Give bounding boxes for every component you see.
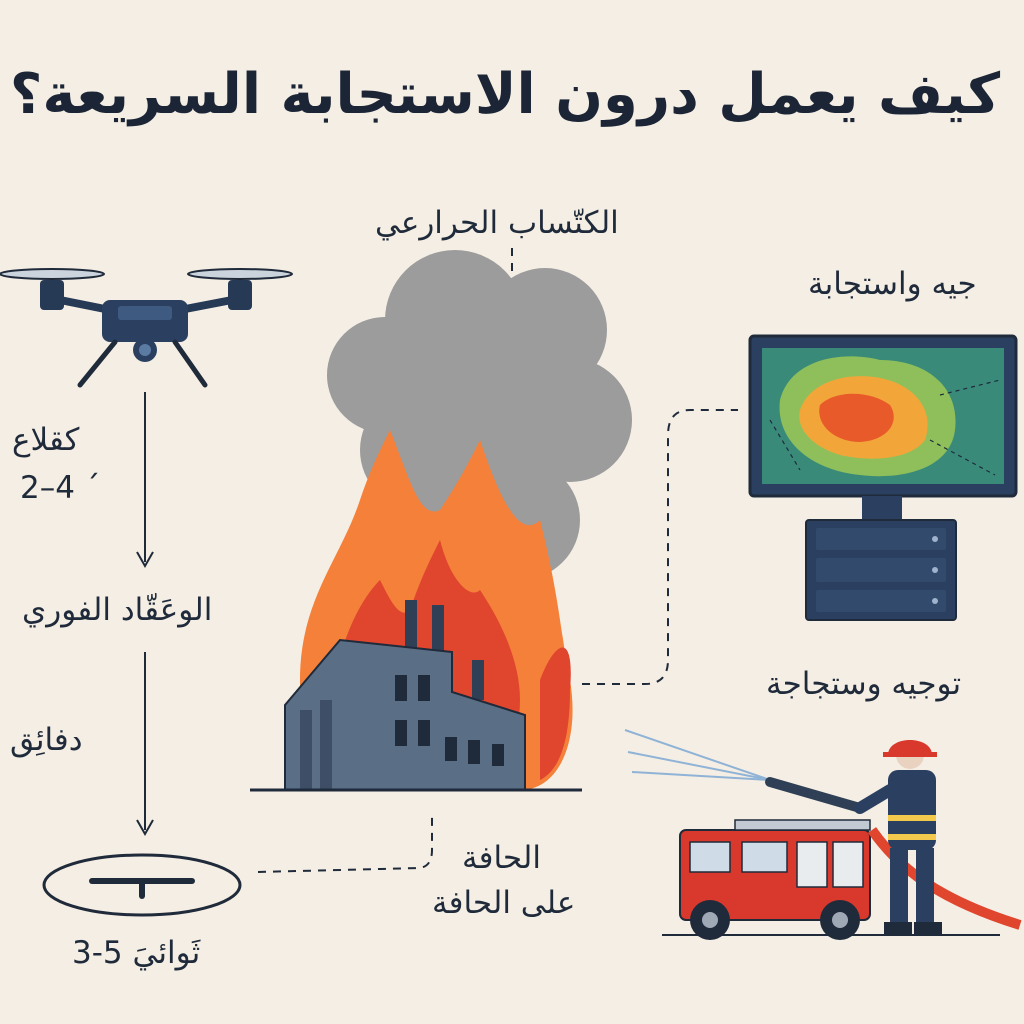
edge-label: الحافة (462, 840, 541, 876)
takeoff-label: كقلاع (12, 422, 80, 458)
response-label: توجيه وستجاجة (766, 666, 962, 702)
landing-pad-icon (42, 853, 242, 917)
seconds-label: 3-5 ثَوائيَ (72, 935, 201, 971)
realtime-label: الوعَقّاد الفوري (22, 592, 213, 628)
edge-label-2: على الحافة (432, 885, 576, 921)
factory-icon (250, 600, 582, 792)
server-icon (805, 519, 957, 621)
minutes-label: دفائِق (10, 722, 83, 758)
fire-truck-icon (662, 819, 1000, 940)
water-spray (624, 729, 771, 781)
drone-icon (0, 268, 293, 388)
takeoff-time-label: 2–4 ´ (20, 470, 101, 506)
monitor-label: جيه واستجابة (808, 266, 977, 302)
thermal-label: الكتّساب الحرارعي (375, 205, 619, 241)
page-title: كيف يعمل درون الاستجابة السريعة؟ (9, 62, 1001, 127)
flow-arrows (136, 392, 154, 837)
firefighter-icon (765, 740, 1022, 934)
monitor-icon (748, 334, 1018, 520)
